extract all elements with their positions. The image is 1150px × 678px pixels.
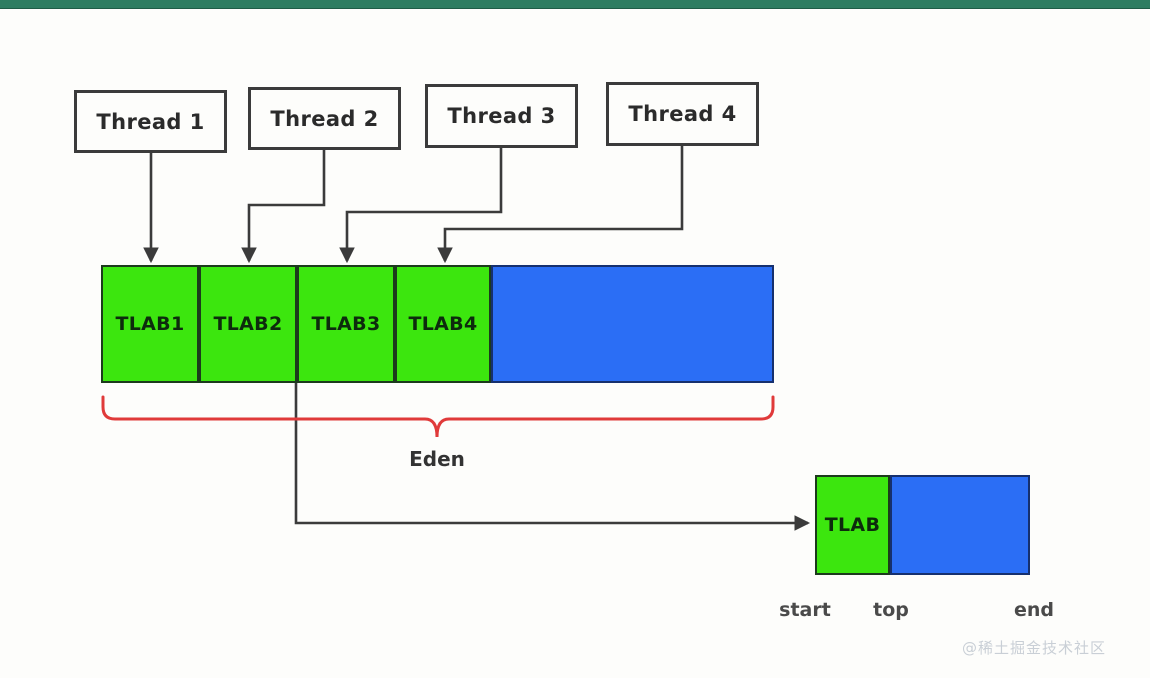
top-accent-bar xyxy=(0,0,1150,9)
thread-box-3: Thread 3 xyxy=(425,84,578,148)
tlab-detail-free-segment xyxy=(890,475,1030,575)
tlab-marker-end: end xyxy=(1013,599,1055,621)
eden-free-space xyxy=(491,265,774,383)
eden-label: Eden xyxy=(409,447,465,471)
eden-slab-tlab4: TLAB4 xyxy=(395,265,491,383)
eden-slab-tlab1: TLAB1 xyxy=(101,265,199,383)
connector-arrow-thread-3 xyxy=(339,148,503,264)
tlab-detail-label: TLAB xyxy=(824,514,881,536)
eden-slab-tlab2: TLAB2 xyxy=(199,265,297,383)
eden-slab-tlab3-label: TLAB3 xyxy=(311,313,381,335)
thread-box-1: Thread 1 xyxy=(74,90,227,153)
connector-arrow-thread-1 xyxy=(143,151,159,264)
tlab-marker-top: top xyxy=(873,599,909,621)
thread-box-2-label: Thread 2 xyxy=(270,106,379,131)
eden-slab-tlab3: TLAB3 xyxy=(297,265,395,383)
tlab-marker-start: start xyxy=(779,599,831,621)
thread-box-4: Thread 4 xyxy=(606,82,759,146)
connector-arrow-thread-4 xyxy=(437,146,684,264)
tlab-detail-used-segment: TLAB xyxy=(815,475,890,575)
thread-box-3-label: Thread 3 xyxy=(447,104,556,128)
eden-slab-tlab2-label: TLAB2 xyxy=(213,313,283,335)
connector-arrow-thread-2 xyxy=(241,150,326,264)
eden-brace xyxy=(101,395,775,438)
thread-box-1-label: Thread 1 xyxy=(96,109,205,134)
eden-slab-tlab1-label: TLAB1 xyxy=(115,313,185,335)
thread-box-4-label: Thread 4 xyxy=(628,102,737,126)
thread-box-2: Thread 2 xyxy=(248,87,401,150)
connector-arrow-tlab-detail xyxy=(294,383,811,531)
watermark-text: @稀土掘金技术社区 xyxy=(962,639,1107,657)
eden-slab-tlab4-label: TLAB4 xyxy=(408,313,478,335)
